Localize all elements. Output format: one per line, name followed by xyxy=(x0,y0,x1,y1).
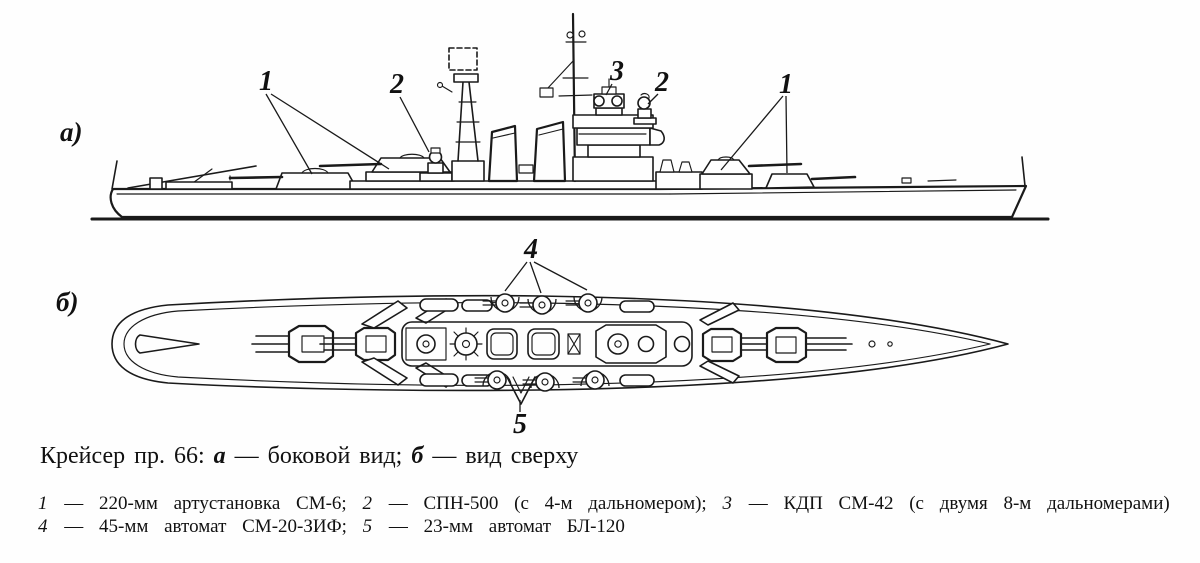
stern-fitting xyxy=(134,334,200,354)
side-aft-mast xyxy=(436,47,485,182)
legend-num: 1 xyxy=(38,493,48,514)
legend-text: — 220-мм артустановка СМ-6; xyxy=(48,493,363,514)
callout-label: 3 xyxy=(609,56,624,87)
legend-line-2: 4 — 45-мм автомат СМ-20-ЗИФ; 5 — 23-мм а… xyxy=(38,515,1170,538)
legend-text: — СПН-500 (с 4-м дальномером); xyxy=(372,493,723,514)
caption-b-key: б xyxy=(411,443,424,469)
top-funnels xyxy=(486,328,560,360)
top-23mm-mount xyxy=(506,376,536,405)
callout-1-aft: 1 xyxy=(259,66,390,175)
caption-a-key: а xyxy=(213,443,226,469)
top-fwd-turrets xyxy=(701,326,853,364)
top-view: 4 5 б) xyxy=(56,234,1009,440)
top-hull xyxy=(111,294,1009,392)
ship-boat xyxy=(518,164,534,174)
side-view-label: а) xyxy=(60,117,83,147)
radar-antenna xyxy=(448,47,478,71)
caption-a-desc: — боковой вид; xyxy=(225,443,412,469)
figure-legend: 1 — 220-мм артустановка СМ-6; 2 — СПН-50… xyxy=(38,492,1170,538)
top-superstructure xyxy=(401,321,693,367)
top-view-label: б) xyxy=(56,287,78,317)
legend-text: — 23-мм автомат БЛ-120 xyxy=(373,516,625,537)
callout-3: 3 xyxy=(605,56,624,96)
caption-b-desc: — вид сверху xyxy=(423,443,579,469)
side-fore-mast xyxy=(539,12,593,183)
top-45mm-mounts xyxy=(474,293,610,392)
legend-num: 2 xyxy=(362,493,372,514)
legend-num: 3 xyxy=(722,493,732,514)
callout-label: 2 xyxy=(389,69,404,100)
ship-drawing: 1 2 3 2 1 а) xyxy=(56,12,1050,440)
callout-4: 4 xyxy=(504,234,588,294)
callout-label: 1 xyxy=(779,69,793,100)
legend-line-1: 1 — 220-мм артустановка СМ-6; 2 — СПН-50… xyxy=(38,492,1170,515)
top-aft-turrets xyxy=(251,324,397,364)
side-hull xyxy=(109,156,1028,219)
callout-2-aft: 2 xyxy=(389,69,430,153)
legend-text: — КДП СМ-42 (с двумя 8-м дальномерами) xyxy=(732,493,1170,514)
side-view: 1 2 3 2 1 а) xyxy=(60,12,1050,221)
callout-5: 5 xyxy=(513,400,527,440)
side-funnels xyxy=(487,120,567,183)
callout-label: 1 xyxy=(259,66,273,97)
figure-caption: Крейсер пр. 66: а — боковой вид; б — вид… xyxy=(40,443,578,470)
side-bridge-tower xyxy=(572,114,665,182)
callout-2-fwd: 2 xyxy=(647,67,669,105)
top-bridge xyxy=(595,324,691,364)
legend-num: 4 xyxy=(38,516,48,537)
legend-text: — 45-мм автомат СМ-20-ЗИФ; xyxy=(48,516,363,537)
stern-staff xyxy=(111,160,118,190)
callout-label: 5 xyxy=(513,409,527,440)
top-boats-davits xyxy=(361,298,740,388)
deckhouse-01-level xyxy=(349,180,703,190)
side-spn500-fwd xyxy=(633,93,657,125)
callout-1-fwd: 1 xyxy=(720,69,793,174)
top-aft-mast-platform xyxy=(449,327,483,361)
caption-title: Крейсер пр. 66: xyxy=(40,443,205,469)
callout-label: 4 xyxy=(523,234,538,265)
callout-label: 2 xyxy=(654,67,669,98)
legend-num: 5 xyxy=(362,516,373,537)
side-fwd-turrets xyxy=(655,156,857,190)
bow-jackstaff xyxy=(1021,156,1026,187)
top-fore-mast xyxy=(567,333,581,355)
